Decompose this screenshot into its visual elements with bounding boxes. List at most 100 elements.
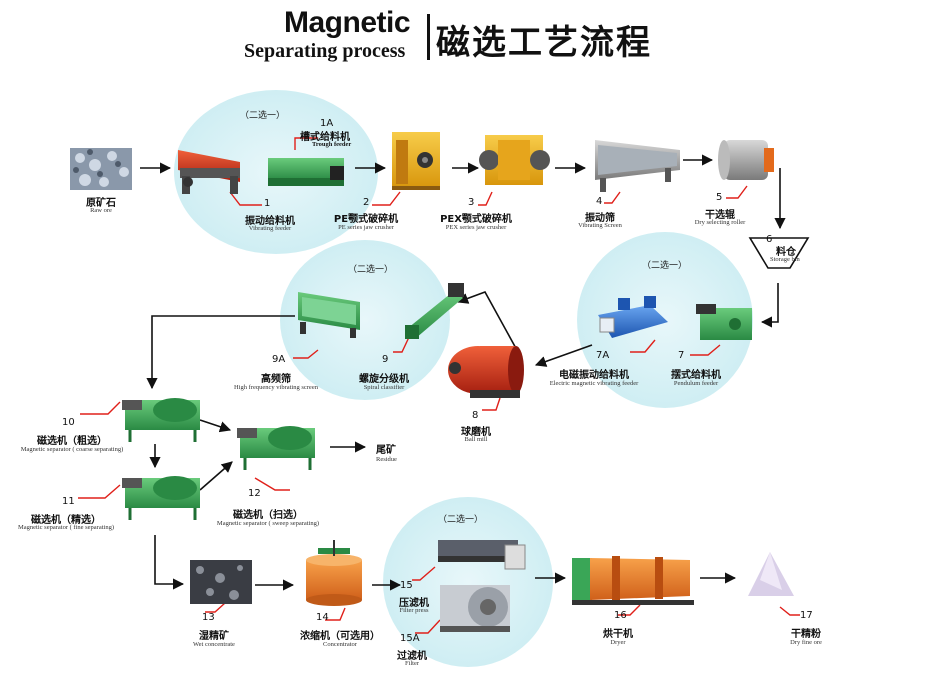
dryer-machine: [572, 556, 694, 605]
electric-vibrating-feeder-machine: [598, 296, 668, 338]
step-16-label: 烘干机: [603, 629, 633, 640]
filter-press-machine: [438, 540, 526, 570]
step-12-label: 磁选机（扫选）: [233, 510, 303, 521]
pointer-9a: [293, 349, 319, 359]
step-2-label-en: PE series jaw crusher: [338, 224, 394, 231]
step-1-label: 振动给料机: [245, 216, 295, 227]
step-3-number: 3: [468, 197, 475, 208]
step-9a-label-en: High frequency vibrating screen: [234, 384, 318, 391]
option-bubble-screen: [280, 240, 450, 400]
pointer-14: [325, 607, 346, 621]
step-11-label: 磁选机（精选）: [31, 515, 101, 526]
option-bubble-filter: [383, 497, 553, 667]
pointer-17: [779, 606, 800, 616]
pointer-15: [412, 566, 436, 581]
step-17-number: 17: [800, 610, 813, 621]
pointer-1: [229, 191, 262, 206]
step-14-number: 14: [316, 612, 329, 623]
step-3-label: PEX颚式破碎机: [440, 214, 512, 225]
pointer-13: [205, 602, 226, 613]
step-11-number: 11: [62, 496, 75, 507]
step-16-label-en: Dryer: [610, 639, 626, 646]
residue-label: 尾矿: [376, 445, 396, 456]
step-17-label-en: Dry fine ore: [790, 639, 822, 646]
option-note-screen: （二选一）: [348, 265, 394, 275]
pointer-12: [254, 477, 290, 491]
step-9-label: 螺旋分级机: [359, 374, 409, 385]
step-9a-label: 高频筛: [261, 374, 291, 385]
step-9a-number: 9A: [272, 354, 286, 365]
raw-ore-label: 原矿石: [86, 198, 116, 209]
step-7a-label-en: Electric magnetic vibrating feeder: [549, 380, 639, 387]
vibrating-screen-machine: [595, 140, 680, 192]
step-15-label-en: Filter press: [399, 607, 429, 614]
step-5-label-en: Dry selecting roller: [694, 219, 746, 226]
step-15a-label: 过滤机: [397, 651, 427, 662]
arrow-fine-to-sweep: [199, 461, 233, 491]
pointer-15a: [415, 619, 441, 634]
ball-mill-machine: [448, 346, 524, 398]
step-13-number: 13: [202, 612, 215, 623]
step-16-number: 16: [614, 610, 627, 621]
pointer-7: [690, 344, 721, 356]
pointer-3: [478, 191, 493, 206]
step-15-number: 15: [400, 580, 413, 591]
arrow-mill-to-classifier: [456, 291, 519, 353]
step-17-label: 干精粉: [791, 629, 821, 640]
step-1-number: 1: [264, 198, 271, 209]
magnetic-separator-fine-machine: [122, 476, 200, 520]
pointer-5: [726, 185, 748, 199]
step-4-label: 振动筛: [585, 213, 615, 224]
dry-selecting-roller-machine: [718, 140, 774, 180]
wet-concentrate-image: [190, 560, 252, 604]
pointer-10: [80, 401, 121, 415]
step-8-number: 8: [472, 410, 479, 421]
pointer-9: [393, 334, 411, 353]
arrow-fine-to-wet: [154, 535, 185, 590]
step-1a-label: 槽式给料机: [300, 132, 350, 143]
step-14-label-en: Concentrator: [323, 641, 357, 648]
option-note-vib-feeder: （二选一）: [642, 261, 688, 271]
arrow-bin-to-feeder: [760, 283, 779, 328]
step-15-label: 压滤机: [399, 598, 429, 609]
pointer-16: [618, 604, 641, 616]
step-13-label-en: Wet concentrate: [193, 641, 235, 648]
title-english-line2: Separating process: [244, 40, 406, 62]
step-7a-number: 7A: [596, 350, 610, 361]
filter-machine: [440, 585, 510, 632]
pex-jaw-crusher-machine: [479, 135, 550, 185]
raw-ore-label-en: Raw ore: [90, 207, 112, 214]
step-5-number: 5: [716, 192, 723, 203]
step-1-label-en: Vibrating feeder: [248, 225, 292, 232]
step-1a-number: 1A: [320, 118, 334, 129]
arrow-feeder-to-mill: [534, 344, 593, 367]
option-note-filter: （二选一）: [438, 515, 484, 525]
step-7-label: 摆式给料机: [671, 370, 721, 381]
high-frequency-screen-machine: [298, 292, 360, 338]
title-chinese: 磁选工艺流程: [436, 23, 652, 63]
step-5-label: 干选辊: [705, 210, 735, 221]
concentrator-machine: [306, 540, 362, 606]
option-note-feeder: （二选一）: [240, 111, 286, 121]
step-7-label-en: Pendulum feeder: [673, 380, 719, 387]
step-10-label: 磁选机（粗选）: [37, 436, 107, 447]
pointer-4: [604, 191, 621, 204]
step-9-number: 9: [382, 354, 389, 365]
pointer-2: [372, 191, 401, 206]
arrow-coarse-to-sweep: [199, 419, 232, 433]
magnetic-separator-coarse-machine: [122, 398, 200, 442]
storage-bin-shape: [748, 237, 810, 269]
step-3-label-en: PEX series jaw crusher: [445, 224, 507, 231]
title-english-line1: Magnetic: [284, 6, 411, 39]
pointer-7a: [630, 339, 656, 353]
pointer-11: [78, 484, 121, 499]
step-12-label-en: Magnetic separator ( sweep separating): [216, 520, 320, 527]
step-15a-label-en: Filter: [404, 660, 420, 667]
step-7-number: 7: [678, 350, 685, 361]
pendulum-feeder-machine: [696, 304, 752, 340]
dry-fine-ore-pile: [748, 552, 794, 596]
trough-feeder-machine: [268, 158, 344, 186]
step-11-label-en: Magnetic separator ( fine separating): [17, 524, 115, 531]
